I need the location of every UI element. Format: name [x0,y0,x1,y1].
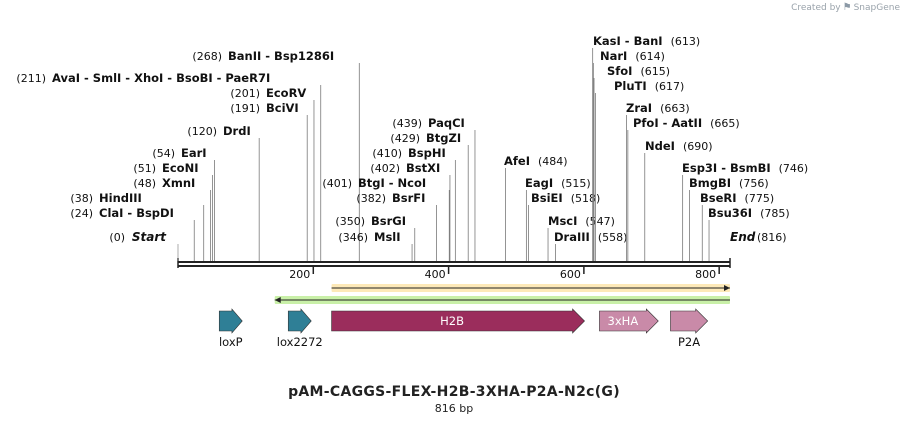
site-23-name: KasI - BanI [593,34,663,48]
site-9-name: BanII - Bsp1286I [228,49,334,63]
site-31-position: (756) [739,177,769,190]
map-title: pAM-CAGGS-FLEX-H2B-3XHA-P2A-N2c(G) [288,384,620,400]
site-16-position: (429) [390,132,420,145]
site-21-position: (547) [585,215,615,228]
site-1-position: (38) [70,192,93,205]
site-26-position: (617) [655,80,685,93]
site-3-position: (51) [133,162,156,175]
feature-3xha-label: 3xHA [608,314,639,328]
site-24-name: NarI [600,49,627,63]
site-5-position: (120) [187,125,217,138]
site-15-position: (410) [372,147,402,160]
site-29-name: NdeI [645,139,675,153]
feature-3xha-arrow [599,308,659,334]
axis-tick-label-800: 800 [695,268,716,281]
site-8-name: AvaI - SmlI - XhoI - BsoBI - PaeR7I [52,71,270,85]
feature-h2b-label: H2B [440,314,464,328]
sequence-backbone-bottom [178,265,730,267]
site-18-position: (484) [538,155,568,168]
site-31-name: BmgBI [689,176,731,190]
primer-0-arrowhead [724,285,730,291]
axis-tick-label-200: 200 [289,268,310,281]
site-18-name: AfeI [504,154,530,168]
site-20-position: (518) [571,192,601,205]
axis-tick-label-400: 400 [425,268,446,281]
site-29-position: (690) [683,140,713,153]
site-13-name: BtgI - NcoI [358,176,426,190]
site-33-name: Bsu36I [708,206,752,220]
site-10-position: (346) [338,231,368,244]
end-position: (816) [757,231,787,244]
site-19-position: (515) [561,177,591,190]
site-33-position: (785) [760,207,790,220]
site-25-position: (615) [640,65,670,78]
site-28-name: PfoI - AatII [633,116,702,130]
site-21-name: MscI [548,214,577,228]
site-12-position: (382) [356,192,386,205]
feature-lox2272-label: lox2272 [277,335,323,349]
site-24-position: (614) [635,50,665,63]
site-16-name: BtgZI [426,131,461,145]
site-4-name: EarI [181,146,207,160]
feature-loxp-label: loxP [219,335,243,349]
end-label: End [730,230,756,244]
start-label: Start [132,230,167,244]
site-30-position: (746) [779,162,809,175]
site-19-name: EagI [525,176,553,190]
feature-p2a-label: P2A [678,335,700,349]
site-9-position: (268) [192,50,222,63]
site-8-position: (211) [16,72,46,85]
feature-p2a-arrow [670,308,709,334]
watermark: Created by ⚑ SnapGene [791,2,900,13]
site-0-position: (24) [70,207,93,220]
site-6-position: (191) [230,102,260,115]
site-14-name: BstXI [406,161,440,175]
watermark-prefix: Created by [791,2,841,13]
site-22-name: DraIII [554,230,590,244]
site-1-name: HindIII [99,191,142,205]
site-12-name: BsrFI [392,191,425,205]
site-17-position: (439) [392,117,422,130]
feature-h2b-arrow [331,308,585,334]
site-27-position: (663) [660,102,690,115]
map-subtitle: 816 bp [434,402,474,415]
site-7-name: EcoRV [266,86,306,100]
site-11-position: (350) [335,215,365,228]
site-11-name: BsrGI [371,214,406,228]
site-22-position: (558) [598,231,628,244]
site-23-position: (613) [671,35,701,48]
site-2-name: XmnI [162,176,195,190]
site-17-name: PaqCI [428,116,465,130]
site-4-position: (54) [152,147,175,160]
site-14-position: (402) [370,162,400,175]
sequence-backbone-top [178,261,730,263]
site-0-name: ClaI - BspDI [99,206,174,220]
site-2-position: (48) [133,177,156,190]
site-6-name: BciVI [266,101,299,115]
site-27-name: ZraI [626,101,652,115]
site-7-position: (201) [230,87,260,100]
site-26-name: PluTI [614,79,647,93]
watermark-brand: SnapGene [853,2,900,13]
site-5-name: DrdI [223,124,251,138]
site-20-name: BsiEI [531,191,563,205]
site-28-position: (665) [710,117,740,130]
axis-tick-label-600: 600 [560,268,581,281]
site-15-name: BspHI [408,146,446,160]
site-13-position: (401) [322,177,352,190]
site-30-name: Esp3I - BsmBI [682,161,771,175]
feature-lox2272-arrow [287,308,312,334]
feature-loxp-arrow [218,308,243,334]
site-25-name: SfoI [607,64,632,78]
snapgene-logo-icon: ⚑ [842,2,852,13]
site-32-name: BseRI [700,191,737,205]
site-3-name: EcoNI [162,161,198,175]
site-10-name: MslI [374,230,401,244]
primer-1-arrowhead [274,297,281,303]
site-32-position: (775) [745,192,775,205]
start-position: (0) [109,231,125,244]
